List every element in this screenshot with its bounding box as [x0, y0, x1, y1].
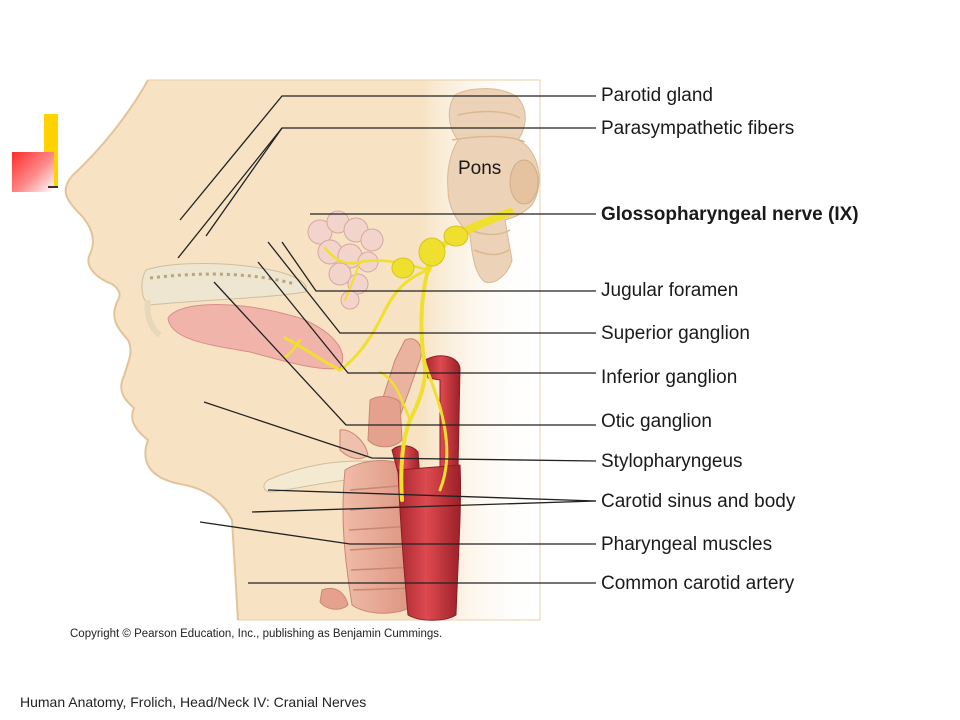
label-superior-ganglion: Superior ganglion: [601, 323, 750, 344]
label-parotid-gland: Parotid gland: [601, 85, 713, 106]
superior-ganglion-shape: [443, 225, 469, 247]
parotid-gland: [307, 210, 384, 310]
label-carotid-sinus-body: Carotid sinus and body: [601, 491, 796, 512]
accent-square-red: [12, 152, 54, 192]
label-common-carotid-artery: Common carotid artery: [601, 573, 795, 594]
tongue: [167, 304, 344, 370]
common-carotid-shape: [397, 464, 462, 621]
slide-footer: Human Anatomy, Frolich, Head/Neck IV: Cr…: [20, 694, 367, 710]
label-glossopharyngeal-nerve: Glossopharyngeal nerve (IX): [601, 204, 859, 225]
otic-ganglion-shape: [391, 257, 415, 279]
label-otic-ganglion: Otic ganglion: [601, 411, 712, 432]
label-parasympathetic-fibers: Parasympathetic fibers: [601, 118, 795, 139]
inferior-ganglion-shape: [418, 237, 446, 267]
label-pharyngeal-muscles: Pharyngeal muscles: [601, 534, 773, 555]
olive-bulge: [509, 159, 539, 205]
label-inferior-ganglion: Inferior ganglion: [601, 367, 738, 388]
face-outline: [64, 79, 239, 621]
label-stylopharyngeus: Stylopharyngeus: [601, 451, 743, 472]
copyright-notice: Copyright © Pearson Education, Inc., pub…: [70, 628, 443, 640]
label-jugular-foramen: Jugular foramen: [601, 280, 739, 301]
pons-label: Pons: [458, 158, 502, 179]
styloid-process: [339, 429, 369, 460]
accent-underline: [48, 186, 58, 188]
leader-lines: [177, 95, 597, 584]
